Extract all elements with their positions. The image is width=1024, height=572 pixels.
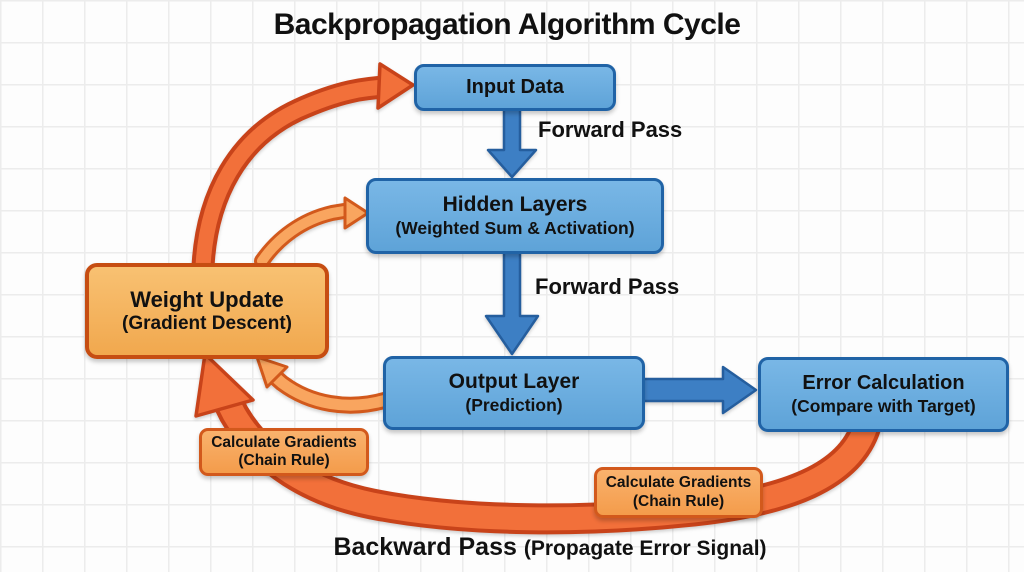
node-output-layer: Output Layer (Prediction): [383, 356, 645, 430]
node-weight-update-label: Weight Update: [130, 286, 284, 312]
node-input-data: Input Data: [414, 64, 616, 111]
update-to-hidden-arrow: [254, 196, 370, 269]
node-calculate-gradients-left-label: Calculate Gradients: [211, 433, 357, 451]
node-calculate-gradients-left: Calculate Gradients (Chain Rule): [199, 428, 369, 476]
forward-pass-label-2: Forward Pass: [535, 274, 680, 299]
node-calculate-gradients-right: Calculate Gradients (Chain Rule): [594, 467, 763, 518]
forward-pass-arrow-1: [486, 102, 538, 179]
forward-pass-label-1: Forward Pass: [538, 117, 683, 142]
node-input-data-label: Input Data: [466, 75, 564, 98]
node-calculate-gradients-right-label: Calculate Gradients: [605, 474, 752, 492]
node-output-layer-sublabel: (Prediction): [465, 395, 563, 416]
node-hidden-layers-label: Hidden Layers: [442, 193, 588, 217]
node-output-layer-label: Output Layer: [448, 370, 580, 394]
backward-pass-caption: Backward Pass (Propagate Error Signal): [333, 533, 766, 562]
page-title: Backpropagation Algorithm Cycle: [273, 8, 741, 41]
backward-pass-label: Backward Pass: [333, 533, 517, 561]
node-hidden-layers: Hidden Layers (Weighted Sum & Activation…: [366, 178, 664, 254]
node-error-calculation-label: Error Calculation: [802, 372, 965, 395]
node-weight-update: Weight Update (Gradient Descent): [85, 263, 329, 359]
node-error-calculation-sublabel: (Compare with Target): [791, 395, 976, 416]
backward-pass-sublabel: (Propagate Error Signal): [523, 537, 767, 560]
forward-pass-arrow-2: [484, 244, 540, 356]
node-weight-update-sublabel: (Gradient Descent): [122, 312, 292, 334]
node-calculate-gradients-left-sublabel: (Chain Rule): [238, 452, 330, 469]
node-hidden-layers-sublabel: (Weighted Sum & Activation): [395, 218, 635, 239]
update-to-input-arrow: [191, 62, 415, 278]
output-to-update-arrow: [255, 355, 395, 414]
node-calculate-gradients-right-sublabel: (Chain Rule): [632, 492, 725, 510]
node-error-calculation: Error Calculation (Compare with Target): [758, 357, 1009, 432]
output-to-error-arrow: [637, 365, 758, 415]
